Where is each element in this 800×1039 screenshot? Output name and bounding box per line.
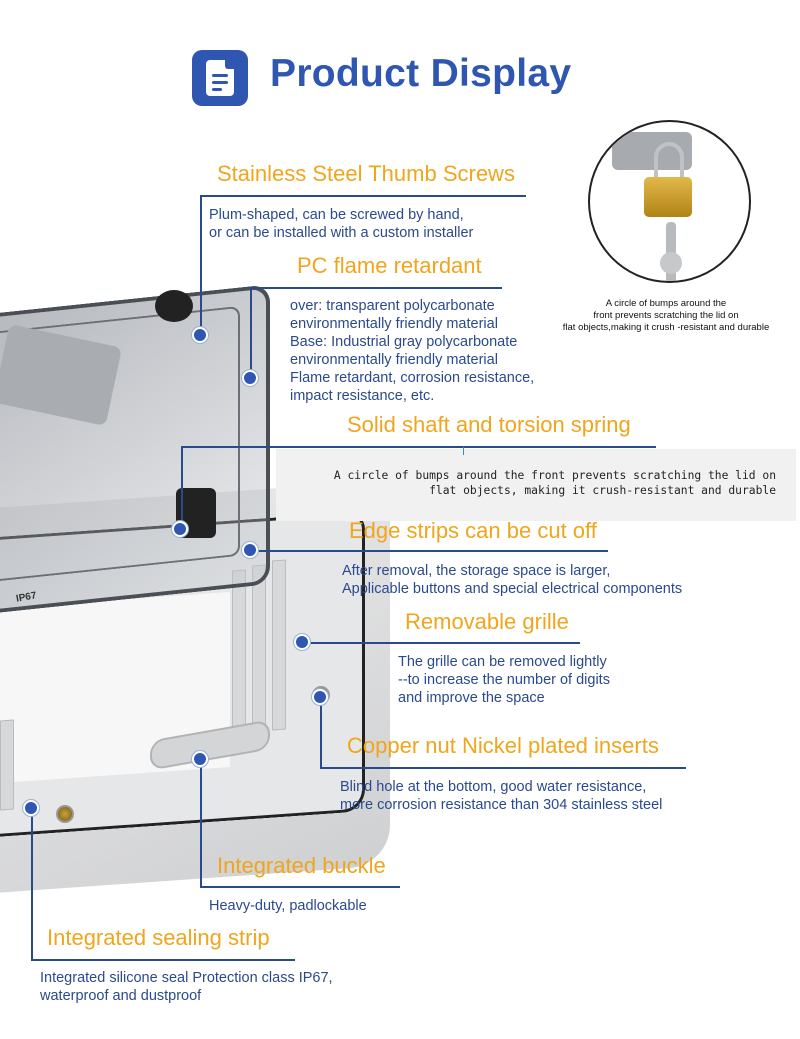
marker-dot xyxy=(294,634,310,650)
leader-line xyxy=(200,195,202,335)
marker-dot xyxy=(242,370,258,386)
note-text: A circle of bumps around the front preve… xyxy=(333,469,776,497)
leader-line xyxy=(250,287,252,379)
feature-title-grille: Removable grille xyxy=(405,609,569,634)
leader-line xyxy=(200,886,400,888)
key-icon xyxy=(666,222,676,281)
leader-line xyxy=(320,697,322,767)
leader-line xyxy=(320,767,686,769)
feature-title-pc: PC flame retardant xyxy=(297,253,482,278)
marker-dot xyxy=(312,689,328,705)
leader-line xyxy=(181,446,656,448)
grille-bar xyxy=(232,569,246,741)
padlock-icon xyxy=(644,177,692,217)
feature-title-shaft: Solid shaft and torsion spring xyxy=(347,412,631,437)
feature-title-buckle: Integrated buckle xyxy=(217,853,386,878)
leader-line xyxy=(250,287,502,289)
marker-dot xyxy=(172,521,188,537)
thumb-screw-icon xyxy=(155,290,193,322)
grille-bar xyxy=(0,719,14,811)
grille-bar xyxy=(272,559,286,731)
grille-bar xyxy=(252,564,266,736)
note-panel xyxy=(276,449,796,521)
leader-line xyxy=(31,959,295,961)
leader-line xyxy=(302,642,580,644)
leader-line xyxy=(31,808,33,961)
feature-title-edge: Edge strips can be cut off xyxy=(349,518,597,543)
marker-dot xyxy=(23,800,39,816)
leader-line xyxy=(250,550,608,552)
marker-dot xyxy=(242,542,258,558)
feature-desc-screws: Plum-shaped, can be screwed by hand, or … xyxy=(209,207,474,241)
nut-icon xyxy=(56,805,74,823)
leader-line xyxy=(181,446,183,530)
feature-title-seal: Integrated sealing strip xyxy=(47,925,270,950)
page-title: Product Display xyxy=(270,52,572,95)
feature-title-screws: Stainless Steel Thumb Screws xyxy=(217,161,515,186)
feature-desc-buckle: Heavy-duty, padlockable xyxy=(209,898,367,914)
feature-title-copper: Copper nut Nickel plated inserts xyxy=(347,733,659,758)
marker-dot xyxy=(192,327,208,343)
feature-desc-pc: over: transparent polycarbonate environm… xyxy=(290,298,535,404)
feature-desc-grille: The grille can be removed lightly --to i… xyxy=(398,654,610,706)
feature-desc-edge: After removal, the storage space is larg… xyxy=(342,563,683,597)
padlock-closeup xyxy=(588,120,751,283)
padlock-caption: A circle of bumps around the front preve… xyxy=(562,298,770,333)
cursor-mark xyxy=(463,447,464,455)
leader-line xyxy=(200,195,526,197)
leader-line xyxy=(200,759,202,887)
document-icon xyxy=(192,50,248,106)
feature-desc-copper: Blind hole at the bottom, good water res… xyxy=(340,779,663,813)
feature-desc-seal: Integrated silicone seal Protection clas… xyxy=(40,970,333,1004)
marker-dot xyxy=(192,751,208,767)
